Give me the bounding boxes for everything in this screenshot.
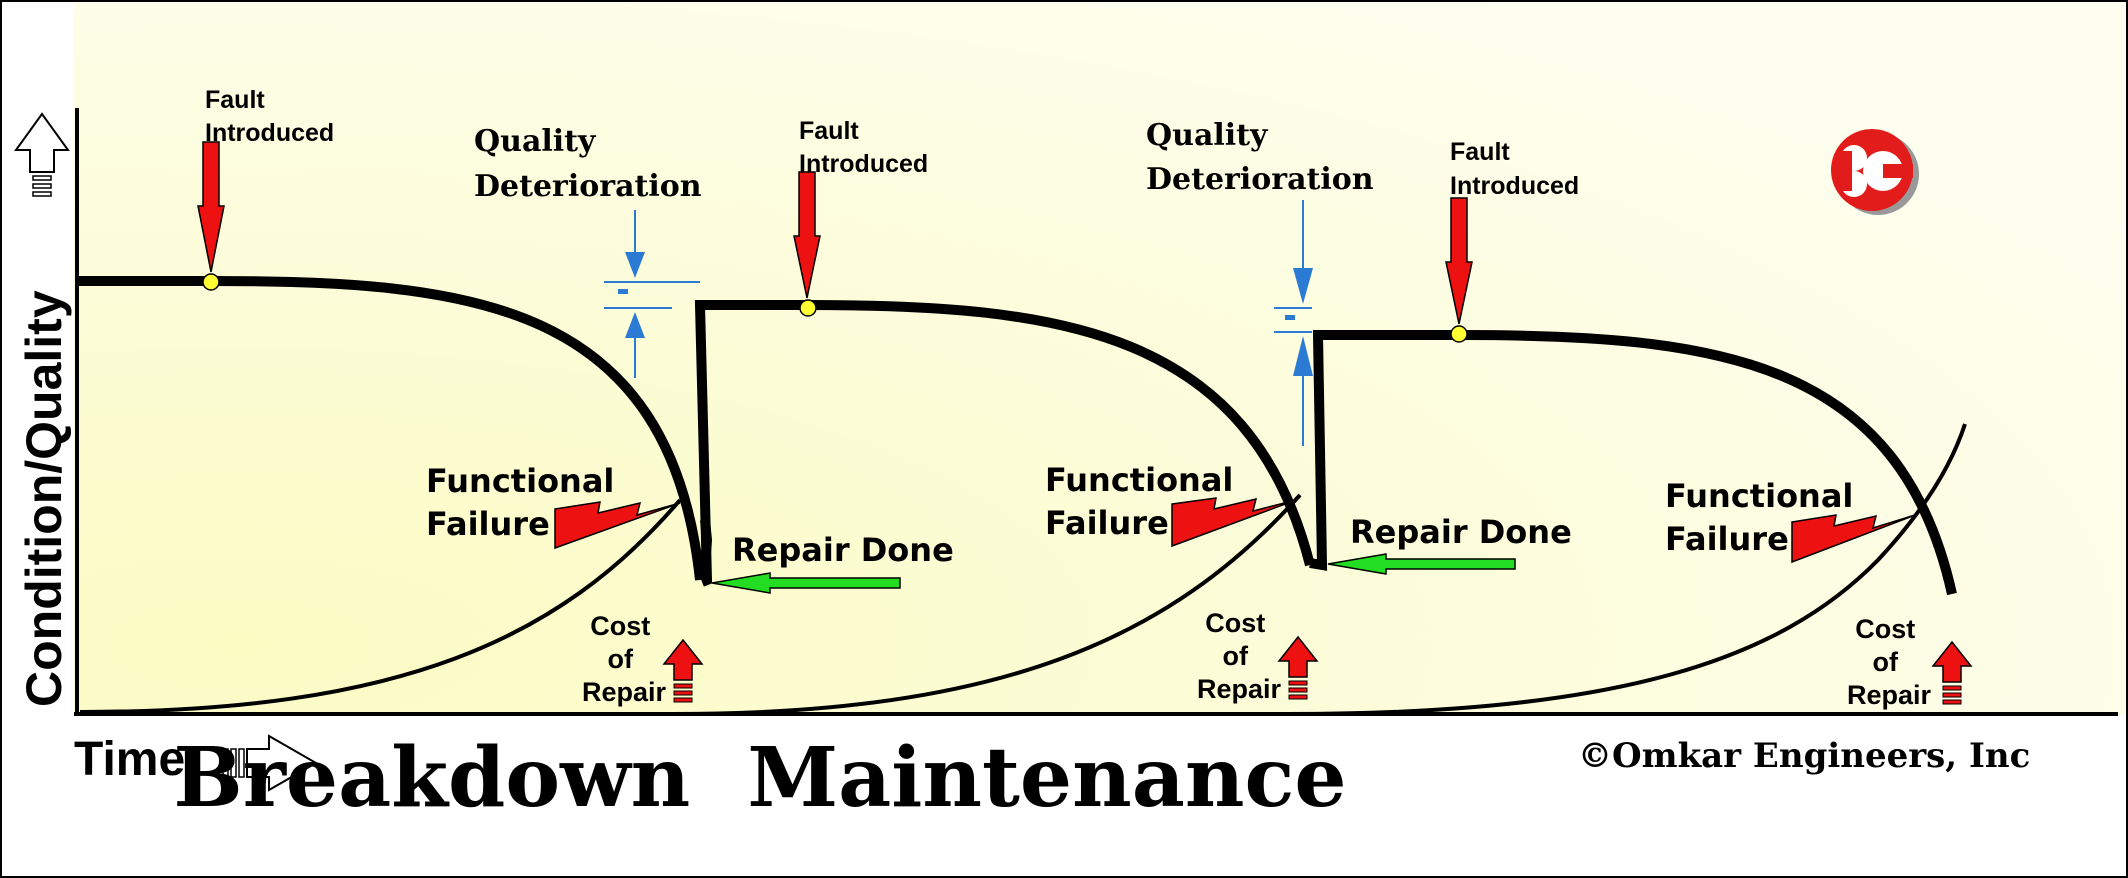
cycle-3: Quality Deterioration Fault Introduced R… <box>1146 118 1973 716</box>
cost-of-repair-label: Cost of Repair <box>582 611 667 707</box>
fault-label: Fault Introduced <box>799 117 928 178</box>
quality-gap-marker <box>1274 200 1313 446</box>
copyright-label: ©Omkar Engineers, Inc <box>1578 736 2030 776</box>
cycle-1: Fault Introduced Functional Failure Cost… <box>77 86 713 714</box>
x-axis-label: Time <box>74 733 185 786</box>
diagram-title: Breakdown Maintenance <box>173 730 1346 826</box>
functional-failure-label: Functional Failure <box>1665 477 1865 558</box>
quality-deterioration-label: Quality Deterioration <box>474 124 702 204</box>
cost-up-arrow-icon <box>1277 635 1319 700</box>
fault-label: Fault Introduced <box>1450 138 1579 200</box>
repair-arrow-icon <box>711 572 901 594</box>
functional-failure-label: Functional Failure <box>1045 461 1245 542</box>
quality-gap-marker <box>604 210 700 378</box>
cost-up-arrow-icon <box>662 638 704 703</box>
fault-label: Fault Introduced <box>205 86 334 147</box>
fault-marker <box>1450 325 1468 343</box>
fault-marker <box>799 299 817 317</box>
repair-done-label: Repair Done <box>1350 513 1572 551</box>
functional-failure-label: Functional Failure <box>426 462 626 543</box>
condition-curve <box>77 276 705 581</box>
fault-arrow <box>197 141 225 273</box>
cost-curve <box>672 493 1302 716</box>
y-axis-label: Condition/Quality <box>16 290 72 707</box>
fault-arrow <box>1445 197 1473 325</box>
quality-deterioration-label: Quality Deterioration <box>1146 118 1374 197</box>
fault-marker <box>202 273 220 291</box>
repair-arrow-icon <box>1327 553 1516 575</box>
omkar-3c-logo <box>1831 129 1919 215</box>
cost-up-arrow-icon <box>1931 640 1973 705</box>
condition-curve <box>1309 330 1957 596</box>
lightning-bolt-icon <box>554 501 681 550</box>
cost-curve <box>79 498 682 714</box>
right-arrow-icon <box>222 734 319 792</box>
repair-done-label: Repair Done <box>732 531 954 569</box>
lightning-bolt-icon <box>1171 497 1297 548</box>
cost-of-repair-label: Cost of Repair <box>1197 608 1282 704</box>
cost-curve <box>1287 423 1967 716</box>
plot-background <box>74 3 2126 715</box>
cycle-2: Quality Deterioration Fault Introduced R… <box>474 117 1319 716</box>
condition-curve <box>694 300 1315 587</box>
cost-of-repair-label: Cost of Repair <box>1847 614 1932 710</box>
fault-arrow <box>793 171 821 299</box>
lightning-bolt-icon <box>1791 513 1919 564</box>
up-arrow-icon <box>14 112 70 197</box>
